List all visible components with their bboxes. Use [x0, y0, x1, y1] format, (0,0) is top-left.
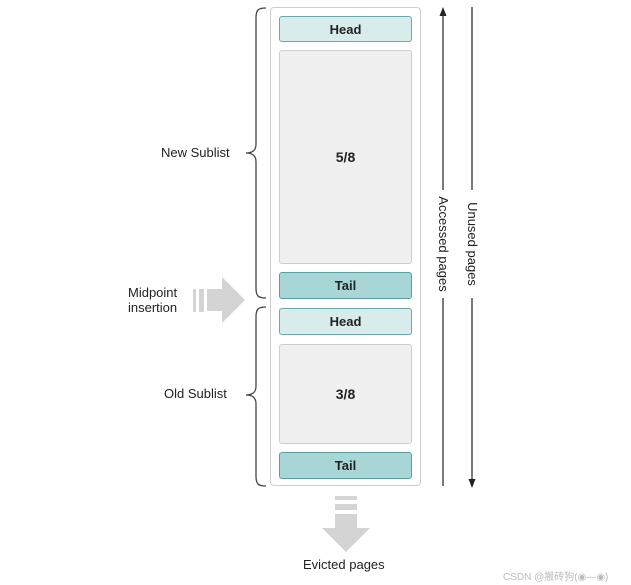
- old-sublist-tail-label: Tail: [334, 458, 357, 473]
- new-sublist-tail-label: Tail: [334, 278, 357, 293]
- old-sublist-body: 3/8: [279, 344, 412, 444]
- new-sublist-head-label: Head: [329, 21, 362, 37]
- midpoint-insertion-label: Midpoint insertion: [128, 285, 177, 315]
- old-sublist-head-label: Head: [329, 314, 362, 329]
- accessed-pages-arrow: [439, 7, 447, 486]
- new-sublist-body: 5/8: [279, 50, 412, 264]
- new-sublist-tail: Tail: [279, 272, 412, 299]
- old-sublist-tail: Tail: [279, 452, 412, 479]
- new-sublist-fraction: 5/8: [335, 149, 356, 165]
- new-sublist-head: Head: [279, 16, 412, 42]
- old-sublist-label: Old Sublist: [164, 386, 227, 401]
- new-sublist-label: New Sublist: [161, 145, 230, 160]
- unused-pages-arrow: [468, 7, 476, 488]
- new-sublist-bracket: [245, 7, 267, 299]
- midpoint-insertion-arrow: [193, 277, 245, 323]
- evicted-pages-label: Evicted pages: [303, 557, 385, 572]
- old-sublist-bracket: [245, 306, 267, 487]
- accessed-pages-label: Accessed pages: [436, 196, 451, 292]
- midpoint-label-line2: insertion: [128, 300, 178, 315]
- watermark: CSDN @搬砖狗(◉—◉): [503, 572, 609, 583]
- unused-pages-label: Unused pages: [465, 202, 480, 286]
- old-sublist-head: Head: [279, 308, 412, 335]
- old-sublist-fraction: 3/8: [335, 386, 356, 402]
- midpoint-label-line1: Midpoint: [128, 285, 178, 300]
- evicted-pages-arrow: [322, 496, 370, 552]
